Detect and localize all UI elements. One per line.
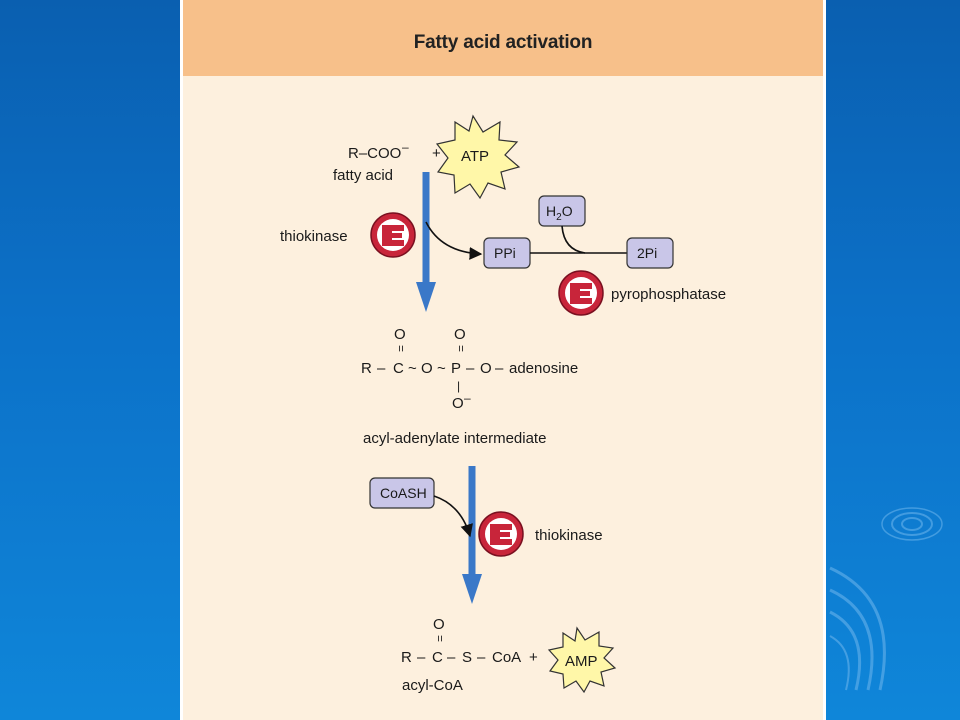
pyrophosphatase-enzyme-icon [558,270,604,316]
product-plus: + [529,649,538,666]
reactant-formula: R–COO [348,145,401,162]
thiokinase-2-label: thiokinase [535,527,603,544]
amp-starburst [547,626,617,694]
atp-starburst [435,114,521,200]
reactant-plus: + [432,145,441,162]
ppi-label: PPi [494,245,516,261]
intermediate-dbl-1: = [394,345,408,352]
product-dbl: = [433,635,447,642]
coash-box [369,477,435,509]
product-name: acyl-CoA [402,677,463,694]
thiokinase-2-enzyme-icon [478,511,524,557]
h2o-label: H2O [546,203,573,223]
thiokinase-1-enzyme-icon [370,212,416,258]
intermediate-dbl-2: = [454,345,468,352]
intermediate-o-top-2: O [454,326,466,343]
ppi-curve-arrow [425,221,483,260]
intermediate-o-bottom-charge: – [464,391,471,405]
intermediate-dash-2: – [466,360,475,377]
two-pi-label: 2Pi [637,245,657,261]
product-dash-3: – [477,649,486,666]
product-dash-2: – [447,649,456,666]
coash-label: CoASH [380,485,427,501]
product-o-top: O [433,616,445,633]
intermediate-o-top-1: O [394,326,406,343]
intermediate-tilde-1: ~ [408,360,417,377]
two-pi-box [626,237,674,269]
intermediate-c: C [393,360,404,377]
thiokinase-1-label: thiokinase [280,228,348,245]
reactant-name: fatty acid [333,167,393,184]
panel-title: Fatty acid activation [413,32,593,53]
product-s: S [462,649,472,666]
product-dash-1: – [417,649,426,666]
intermediate-p: P [451,360,461,377]
atp-label: ATP [461,148,489,165]
intermediate-o-bottom: O [452,395,464,412]
product-r: R [401,649,412,666]
coash-curve-arrow [433,495,473,538]
pyrophosphatase-label: pyrophosphatase [611,286,726,303]
reactant-charge: – [402,140,409,154]
intermediate-adenosine: adenosine [509,360,578,377]
intermediate-dash-1: – [377,360,386,377]
main-arrow-2-head [462,574,482,604]
intermediate-o-right: O [480,360,492,377]
intermediate-tilde-2: ~ [437,360,446,377]
intermediate-r: R [361,360,372,377]
reaction-diagram: R–COO – + fatty acid ATP thiokinase PPi … [280,114,726,694]
h2o-curve [561,225,586,254]
product-coa: CoA [492,649,521,666]
intermediate-dash-3: – [495,360,504,377]
main-arrow-1-head [416,282,436,312]
amp-label: AMP [565,653,598,670]
figure-panel: Fatty acid activation R–COO – + fatty ac… [180,0,826,720]
panel-header: Fatty acid activation [183,0,823,76]
intermediate-o-mid: O [421,360,433,377]
intermediate-name: acyl-adenylate intermediate [363,430,546,447]
intermediate-single-bond: | [457,379,460,393]
product-c: C [432,649,443,666]
